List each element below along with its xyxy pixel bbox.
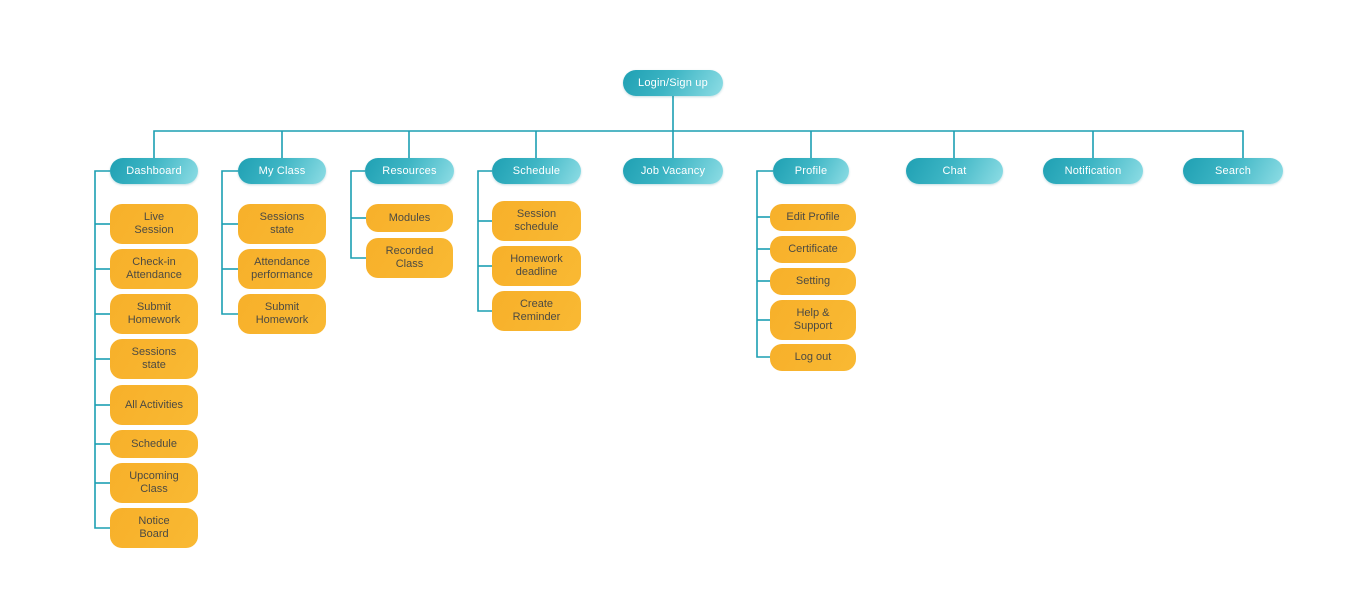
connector-resources-children xyxy=(350,170,366,259)
connector-dashboard-children xyxy=(94,170,110,529)
node-setting[interactable]: Setting xyxy=(770,268,856,295)
node-search[interactable]: Search xyxy=(1183,158,1283,184)
node-live-session[interactable]: Live Session xyxy=(110,204,198,244)
node-sessions-state-myclass[interactable]: Sessions state xyxy=(238,204,326,244)
connector-root-bus xyxy=(153,96,1244,158)
node-job-vacancy[interactable]: Job Vacancy xyxy=(623,158,723,184)
node-chat[interactable]: Chat xyxy=(906,158,1003,184)
node-sessions-state-dashboard[interactable]: Sessions state xyxy=(110,339,198,379)
connector-schedule-children xyxy=(477,170,492,312)
node-submit-homework-myclass[interactable]: Submit Homework xyxy=(238,294,326,334)
connector-myclass-children xyxy=(221,170,238,315)
node-resources[interactable]: Resources xyxy=(365,158,454,184)
node-notice-board[interactable]: Notice Board xyxy=(110,508,198,548)
node-edit-profile[interactable]: Edit Profile xyxy=(770,204,856,231)
node-homework-deadline[interactable]: Homework deadline xyxy=(492,246,581,286)
node-profile[interactable]: Profile xyxy=(773,158,849,184)
node-my-class[interactable]: My Class xyxy=(238,158,326,184)
node-dashboard[interactable]: Dashboard xyxy=(110,158,198,184)
node-all-activities[interactable]: All Activities xyxy=(110,385,198,425)
node-recorded-class[interactable]: Recorded Class xyxy=(366,238,453,278)
node-notification[interactable]: Notification xyxy=(1043,158,1143,184)
node-help-support[interactable]: Help & Support xyxy=(770,300,856,340)
node-login-signup[interactable]: Login/Sign up xyxy=(623,70,723,96)
node-attendance-performance[interactable]: Attendance performance xyxy=(238,249,326,289)
node-session-schedule[interactable]: Session schedule xyxy=(492,201,581,241)
node-schedule[interactable]: Schedule xyxy=(492,158,581,184)
node-modules[interactable]: Modules xyxy=(366,204,453,232)
node-schedule-child[interactable]: Schedule xyxy=(110,430,198,458)
node-log-out[interactable]: Log out xyxy=(770,344,856,371)
node-certificate[interactable]: Certificate xyxy=(770,236,856,263)
node-check-in-attendance[interactable]: Check-in Attendance xyxy=(110,249,198,289)
node-upcoming-class[interactable]: Upcoming Class xyxy=(110,463,198,503)
node-submit-homework-dashboard[interactable]: Submit Homework xyxy=(110,294,198,334)
node-create-reminder[interactable]: Create Reminder xyxy=(492,291,581,331)
